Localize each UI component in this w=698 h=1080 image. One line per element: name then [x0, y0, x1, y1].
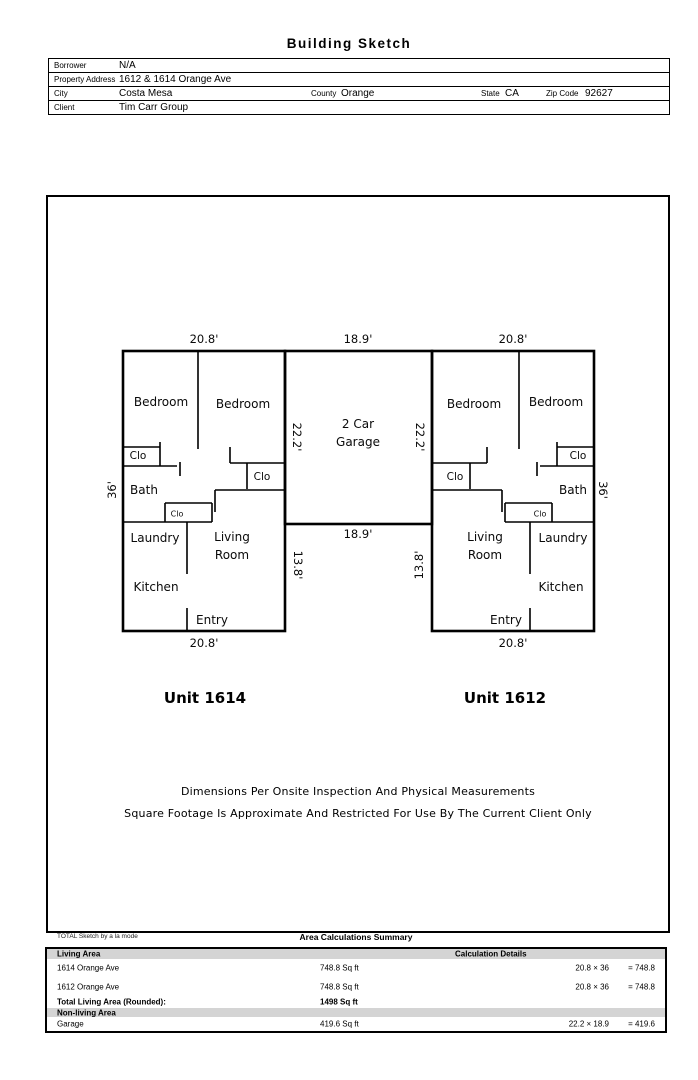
- client-value: Tim Carr Group: [119, 102, 189, 113]
- county-label: County: [311, 89, 337, 98]
- room-label-entry-1612: Entry: [490, 613, 522, 627]
- floor-plan-walls: [121, 349, 596, 633]
- sketch-software-brand: TOTAL Sketch by a la mode: [57, 933, 138, 940]
- table-row-1612: 1612 Orange Ave 748.8 Sq ft 20.8 × 36 = …: [47, 977, 665, 996]
- room-label-laundry-1612: Laundry: [538, 531, 588, 545]
- living-area-header: Living Area: [57, 949, 101, 959]
- room-label-bath-1614: Bath: [130, 483, 158, 497]
- room-label-garage: 2 Car Garage: [336, 415, 380, 451]
- living-1612-line2: Room: [467, 548, 503, 562]
- property-info-table: Borrower N/A Property Address 1612 & 161…: [48, 58, 670, 115]
- row-1612-name: 1612 Orange Ave: [57, 982, 120, 991]
- zip-code-label: Zip Code: [546, 89, 579, 98]
- room-label-living-1612: Living Room: [467, 528, 503, 564]
- room-label-bedroom-1612-left: Bedroom: [446, 397, 502, 411]
- dim-unit1612-width-bottom: 20.8': [498, 636, 528, 650]
- room-label-living-1614: Living Room: [214, 528, 250, 564]
- dim-unit1614-depth: 36': [105, 481, 119, 499]
- room-label-bedroom-1612-right: Bedroom: [528, 395, 584, 409]
- county-value: Orange: [341, 88, 375, 99]
- unit-1612-title: Unit 1612: [463, 689, 547, 707]
- area-calculations-summary-title: Area Calculations Summary: [299, 932, 413, 942]
- city-label: City: [54, 89, 68, 98]
- borrower-value: N/A: [119, 60, 136, 71]
- room-label-laundry-1614: Laundry: [130, 531, 180, 545]
- property-address-label: Property Address: [54, 75, 116, 84]
- total-living-area-label: Total Living Area (Rounded):: [57, 997, 166, 1007]
- row-1614-calc-result: = 748.8: [628, 963, 655, 973]
- room-label-bedroom-1614-left: Bedroom: [133, 395, 189, 409]
- borrower-label: Borrower: [54, 61, 87, 70]
- property-address-value: 1612 & 1614 Orange Ave: [119, 74, 232, 85]
- dim-garage-depth-right: 22.2': [413, 422, 427, 452]
- total-living-area-row: Total Living Area (Rounded): 1498 Sq ft: [47, 996, 665, 1008]
- borrower-row: Borrower N/A: [49, 59, 669, 73]
- dim-lower-depth-left: 13.8': [291, 550, 305, 580]
- row-1612-calc-mult: 20.8 × 36: [575, 982, 609, 991]
- room-label-closet-1614-b: Clo: [253, 471, 271, 483]
- area-calculations-table: Living Area Calculation Details 1614 Ora…: [45, 947, 667, 1033]
- room-label-closet-1614-a: Clo: [129, 450, 147, 462]
- city-row: City Costa Mesa County Orange State CA Z…: [49, 87, 669, 101]
- client-label: Client: [54, 103, 75, 112]
- garage-label-line1: 2 Car: [341, 417, 375, 431]
- garage-label-line2: Garage: [336, 435, 380, 449]
- row-garage-name: Garage: [57, 1019, 84, 1029]
- room-label-kitchen-1614: Kitchen: [133, 580, 179, 594]
- room-label-closet-1614-c: Clo: [170, 509, 184, 519]
- row-1612-calc-result: = 748.8: [628, 982, 655, 991]
- garage-outline: [283, 349, 434, 526]
- room-label-kitchen-1612: Kitchen: [538, 580, 584, 594]
- nonliving-area-header: Non-living Area: [57, 1008, 116, 1017]
- dim-unit1612-depth: 36': [596, 481, 610, 499]
- dim-unit1612-width-top: 20.8': [498, 332, 528, 346]
- living-1612-line1: Living: [467, 530, 503, 544]
- dim-garage-width-bottom: 18.9': [343, 527, 373, 541]
- room-label-bedroom-1614-right: Bedroom: [215, 397, 271, 411]
- unit-1614-title: Unit 1614: [163, 689, 247, 707]
- living-area-header-row: Living Area Calculation Details: [47, 949, 665, 959]
- table-row-garage: Garage 419.6 Sq ft 22.2 × 18.9 = 419.6: [47, 1017, 665, 1031]
- room-label-closet-1612-a: Clo: [446, 471, 464, 483]
- dim-garage-width-top: 18.9': [343, 332, 373, 346]
- room-label-entry-1614: Entry: [196, 613, 228, 627]
- disclaimer-line-2: Square Footage Is Approximate And Restri…: [124, 807, 592, 820]
- floor-plan-sketch: 20.8' 18.9' 20.8' 22.2' 22.2' 36' 36' 13…: [46, 195, 670, 933]
- nonliving-area-header-row: Non-living Area: [47, 1008, 665, 1017]
- unit-1614-interior-walls: [123, 351, 285, 631]
- row-garage-calc-mult: 22.2 × 18.9: [568, 1019, 609, 1029]
- state-value: CA: [505, 88, 519, 99]
- row-1612-area: 748.8 Sq ft: [320, 982, 359, 991]
- city-value: Costa Mesa: [119, 88, 173, 99]
- row-garage-calc: 22.2 × 18.9 = 419.6: [551, 1020, 655, 1029]
- room-label-closet-1612-b: Clo: [569, 450, 587, 462]
- room-label-closet-1612-c: Clo: [533, 509, 547, 519]
- row-1614-calc: 20.8 × 36 = 748.8: [551, 964, 655, 973]
- row-1614-area: 748.8 Sq ft: [320, 963, 359, 973]
- dim-unit1614-width-bottom: 20.8': [189, 636, 219, 650]
- table-row-1614: 1614 Orange Ave 748.8 Sq ft 20.8 × 36 = …: [47, 959, 665, 977]
- row-1614-name: 1614 Orange Ave: [57, 963, 120, 973]
- dim-lower-depth-right: 13.8': [412, 550, 426, 580]
- zip-code-value: 92627: [585, 88, 613, 99]
- client-row: Client Tim Carr Group: [49, 101, 669, 114]
- unit-1612-interior-walls: [432, 351, 594, 631]
- calculation-details-header: Calculation Details: [455, 949, 527, 959]
- room-label-bath-1612: Bath: [559, 483, 587, 497]
- property-address-row: Property Address 1612 & 1614 Orange Ave: [49, 73, 669, 87]
- disclaimer-line-1: Dimensions Per Onsite Inspection And Phy…: [180, 785, 536, 798]
- dim-garage-depth-left: 22.2': [290, 422, 304, 452]
- row-1612-calc: 20.8 × 36 = 748.8: [551, 982, 655, 991]
- page-title: Building Sketch: [286, 36, 412, 51]
- row-garage-area: 419.6 Sq ft: [320, 1019, 359, 1029]
- living-1614-line1: Living: [214, 530, 250, 544]
- row-garage-calc-result: = 419.6: [628, 1019, 655, 1029]
- state-label: State: [481, 89, 500, 98]
- living-1614-line2: Room: [214, 548, 250, 562]
- row-1614-calc-mult: 20.8 × 36: [575, 963, 609, 973]
- total-living-area-value: 1498 Sq ft: [320, 997, 358, 1007]
- dim-unit1614-width-top: 20.8': [189, 332, 219, 346]
